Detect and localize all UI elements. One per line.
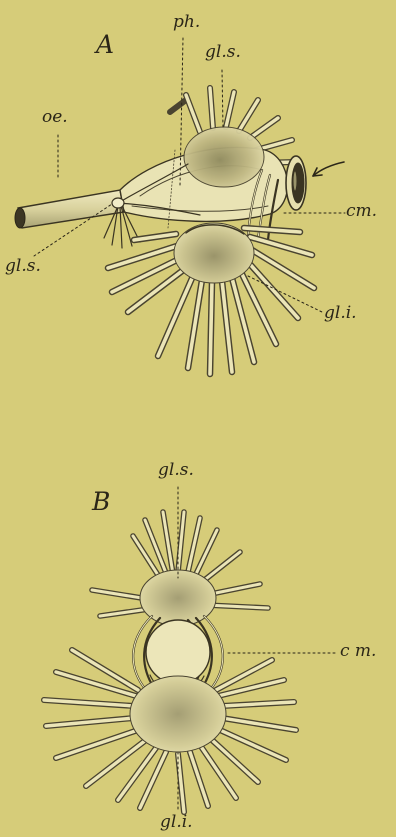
oesophagus-opening (15, 208, 25, 228)
pharynx-opening-b (146, 620, 210, 684)
left-ganglion-a (112, 198, 124, 208)
label-ganglion-superior-a-top: gl.s. (205, 44, 241, 61)
upper-ganglion-a (184, 127, 264, 187)
figure-b-drawing (44, 487, 338, 812)
lower-ganglion-b (130, 676, 226, 752)
label-ganglion-inferior-b: gl.i. (160, 814, 193, 831)
label-ganglion-superior-a-left: gl.s. (5, 258, 41, 275)
oesophagus-tube (18, 190, 124, 228)
label-oesophagus: oe. (42, 109, 68, 126)
label-commissure-a: cm. (346, 203, 377, 220)
figure-a-letter: A (96, 32, 114, 57)
label-commissure-b: c m. (340, 643, 376, 660)
figure-b-letter: B (92, 489, 110, 514)
figure-a-drawing (15, 38, 345, 374)
direction-arrow (313, 162, 344, 176)
label-ganglion-superior-b: gl.s. (158, 462, 194, 479)
label-ganglion-inferior-a: gl.i. (324, 305, 357, 322)
label-pharynx: ph. (173, 14, 200, 31)
